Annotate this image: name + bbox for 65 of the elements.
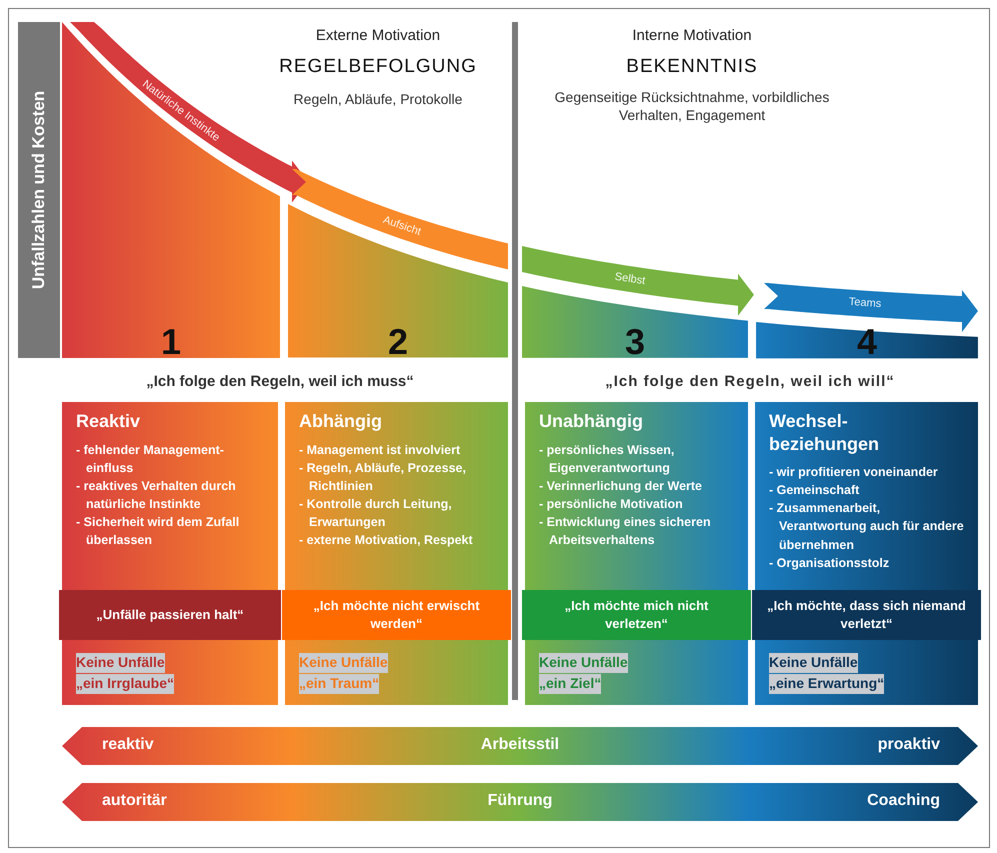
bar-end-label: reaktiv bbox=[102, 736, 154, 754]
card-heading: Wechsel-beziehungen bbox=[769, 410, 880, 455]
card-footer-text: „eine Erwartung“ bbox=[769, 674, 884, 694]
bar-end-label: Coaching bbox=[867, 792, 940, 810]
bullet-text: - wir profitieren voneinander bbox=[769, 464, 939, 481]
stage-area bbox=[756, 322, 978, 358]
bullet-text: - Zusammenarbeit, Verantwortung auch für andere übernehmen bbox=[769, 500, 965, 554]
bullet-text: - reaktives Verhalten durch natürliche Instinkte bbox=[76, 478, 237, 513]
card-footer-text: „ein Traum“ bbox=[299, 674, 380, 694]
section-subtitle: Regeln, Abläufe, Protokolle bbox=[294, 90, 462, 108]
motto-text: „Ich folge den Regeln, weil ich will“ bbox=[605, 372, 895, 392]
bullet-text: - Entwicklung eines sicheren Arbeitsverhaltens bbox=[539, 514, 712, 550]
gradient-bar bbox=[62, 783, 978, 821]
card-footer-text: Keine Unfälle bbox=[76, 653, 165, 673]
quote-band: „Ich möchte, dass sich niemand verletzt“ bbox=[752, 590, 981, 640]
bullet-text: - Regeln, Abläufe, Prozesse, Richtlinien bbox=[299, 460, 467, 495]
section-heading: Externe Motivation bbox=[316, 26, 440, 46]
bullet-text: - Sicherheit wird dem Zufall überlassen bbox=[76, 514, 240, 550]
card-heading: Unabhängig bbox=[539, 410, 644, 432]
stage-card bbox=[755, 402, 978, 705]
section-title: BEKENNTNIS bbox=[626, 55, 758, 79]
quote-band: „Ich möchte nicht erwischt werden“ bbox=[282, 590, 511, 640]
chevron-band bbox=[292, 168, 508, 269]
arrow-label: Teams bbox=[848, 296, 882, 310]
card-heading: Reaktiv bbox=[76, 410, 142, 432]
axis-band bbox=[18, 22, 60, 358]
section-subtitle: Gegenseitige Rücksichtnahme, vorbildliches Verhalten, Engagement bbox=[554, 88, 830, 124]
axis-label: Unfallzahlen und Kosten bbox=[29, 90, 49, 290]
quote-band: „Unfälle passieren halt“ bbox=[59, 590, 281, 640]
chevron-band bbox=[522, 246, 754, 316]
stage-area bbox=[62, 22, 280, 358]
bullet-text: - persönliche Motivation bbox=[539, 496, 684, 513]
stage-card bbox=[525, 402, 748, 705]
bullet-text: - Gemeinschaft bbox=[769, 482, 860, 500]
bar-end-label: proaktiv bbox=[878, 736, 940, 754]
quote-band: „Ich möchte mich nicht verletzen“ bbox=[522, 590, 751, 640]
bullet-text: - fehlender Management-einfluss bbox=[76, 442, 225, 477]
bullet-text: - externe Motivation, Respekt bbox=[299, 532, 474, 550]
card-footer-text: „ein Ziel“ bbox=[539, 674, 602, 694]
bullet-text: - persönliches Wissen, Eigenverantwortung bbox=[539, 442, 676, 477]
stage-area bbox=[288, 204, 508, 358]
card-footer-text: Keine Unfälle bbox=[299, 653, 388, 673]
section-title: REGELBEFOLGUNG bbox=[279, 55, 477, 79]
stage-number: 4 bbox=[856, 322, 878, 362]
card-heading: Abhängig bbox=[299, 410, 383, 432]
stage-number: 3 bbox=[624, 322, 646, 362]
bullet-text: - Verinnerlichung der Werte bbox=[539, 478, 704, 495]
gradient-bar bbox=[62, 727, 978, 765]
motto-text: „Ich folge den Regeln, weil ich muss“ bbox=[146, 372, 414, 392]
bar-end-label: autoritär bbox=[102, 792, 167, 810]
card-footer-text: Keine Unfälle bbox=[769, 653, 858, 673]
card-footer-text: „ein Irrglaube“ bbox=[76, 674, 174, 694]
arrow-label: Selbst bbox=[614, 270, 646, 288]
section-heading: Interne Motivation bbox=[632, 26, 752, 46]
bullet-text: - Management ist involviert bbox=[299, 442, 462, 459]
card-footer-text: Keine Unfälle bbox=[539, 653, 628, 673]
bullet-text: - Organisationsstolz bbox=[769, 554, 890, 572]
stage-card bbox=[285, 402, 508, 705]
stage-number: 1 bbox=[160, 322, 182, 362]
bar-title: Führung bbox=[488, 792, 552, 810]
stage-number: 2 bbox=[386, 322, 410, 362]
stage-card bbox=[62, 402, 278, 705]
bullet-text: - Kontrolle durch Leitung, Erwartungen bbox=[299, 496, 453, 531]
bar-title: Arbeitsstil bbox=[480, 736, 560, 754]
stage-area bbox=[522, 286, 748, 358]
